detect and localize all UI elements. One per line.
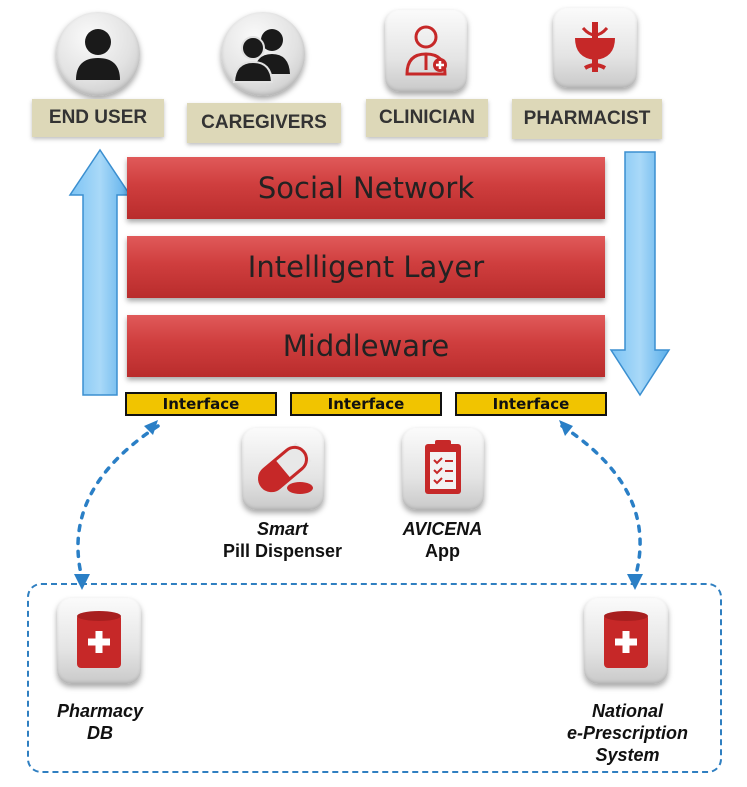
caption-national-line2: e-Prescription [566, 723, 689, 743]
role-label-end-user: END USER [32, 99, 164, 137]
caption-pharmacy-line1: Pharmacy [56, 701, 144, 721]
arrowhead-up-left [144, 420, 158, 435]
caption-avicena-app: AVICENA App [375, 518, 510, 562]
pharmacy-icon [553, 8, 637, 88]
up-arrow [68, 148, 132, 396]
arrowhead-up-right [559, 420, 573, 436]
external-systems-container [27, 583, 722, 773]
pill-icon [242, 428, 324, 510]
caption-pill-dispenser-line2: Pill Dispenser [222, 541, 343, 561]
role-label-caregivers: CAREGIVERS [187, 103, 341, 143]
caption-national-system: National e-Prescription System [545, 700, 710, 766]
layer-social-network: Social Network [127, 157, 605, 219]
layer-intelligent: Intelligent Layer [127, 236, 605, 298]
caption-pharmacy-db: Pharmacy DB [40, 700, 160, 744]
down-arrow [609, 151, 671, 397]
interface-center: Interface [290, 392, 442, 416]
arrowhead-down-right [627, 574, 643, 590]
interface-left: Interface [125, 392, 277, 416]
role-label-pharmacist: PHARMACIST [512, 99, 662, 139]
user-icon [56, 12, 140, 96]
layer-middleware: Middleware [127, 315, 605, 377]
caption-national-line1: National [591, 701, 663, 721]
group-icon [221, 12, 305, 96]
clipboard-icon [402, 428, 484, 510]
caption-pill-dispenser: Smart Pill Dispenser [205, 518, 360, 562]
interface-right: Interface [455, 392, 607, 416]
caption-pill-dispenser-line1: Smart [256, 519, 309, 539]
arrowhead-down-left [74, 574, 90, 590]
caption-avicena-line2: App [425, 541, 460, 561]
connector-national [560, 424, 642, 580]
doctor-icon [385, 10, 467, 92]
caption-avicena-line1: AVICENA [402, 519, 483, 539]
role-label-clinician: CLINICIAN [366, 99, 488, 137]
caption-pharmacy-line2: DB [87, 723, 113, 743]
database-icon [57, 598, 141, 684]
database-icon [584, 598, 668, 684]
connector-pharmacy [76, 424, 160, 580]
caption-national-line3: System [595, 745, 660, 765]
